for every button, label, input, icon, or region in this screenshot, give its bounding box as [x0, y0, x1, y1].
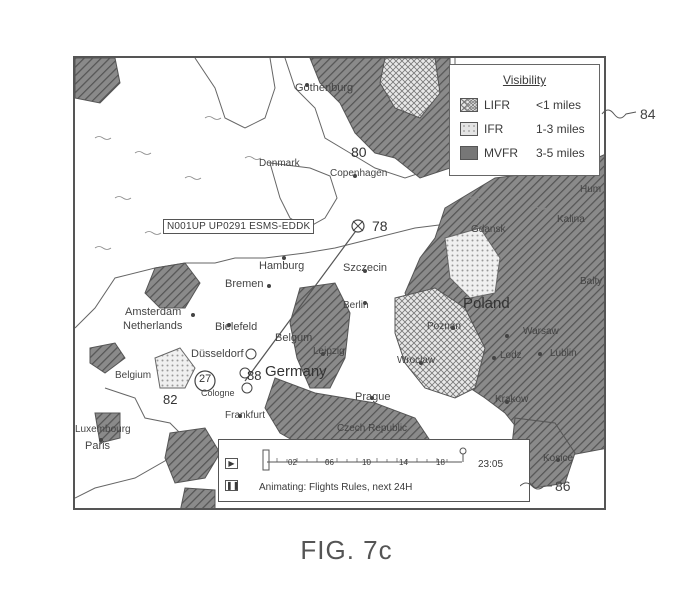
play-button[interactable]: ▶ [225, 458, 238, 469]
legend-range-ifr: 1-3 miles [536, 122, 585, 136]
city-label-denmark: Denmark [259, 158, 300, 169]
map-panel[interactable]: Gothenburg Copenhagen Denmark Hamburg Br… [73, 56, 606, 510]
legend-title: Visibility [502, 73, 547, 87]
airport-marker-88 [239, 367, 251, 379]
city-label-luxembourg: Luxembourg [75, 424, 131, 435]
city-label-cologne: Cologne [201, 388, 235, 398]
city-label-gdansk: Gdansk [471, 224, 506, 235]
timeline-status: Animating: Flights Rules, next 24H [259, 482, 413, 493]
flight-label[interactable]: N001UP UP0291 ESMS-EDDK [163, 219, 315, 234]
legend-item-lifr: LIFR <1 miles [460, 97, 595, 113]
legend-name-lifr: LIFR [484, 98, 511, 112]
airport-badge-label: 27 [199, 373, 212, 385]
city-label-belgium: Belgium [115, 370, 152, 381]
callout-leader-84 [601, 109, 637, 119]
legend-name-mvfr: MVFR [484, 146, 518, 160]
timeline-tick-10: 10 [362, 458, 371, 467]
airport-marker-dusseldorf [245, 348, 257, 360]
figure-caption: FIG. 7c [300, 535, 393, 565]
city-label-kalina: Kalina [557, 214, 585, 225]
mvfr-regions [75, 58, 604, 508]
city-label-szczecin: Szczecin [343, 262, 388, 274]
city-label-czech-republic: Czech Republic [337, 423, 408, 434]
flight-route-line [244, 227, 359, 382]
city-label-bremen: Bremen [225, 278, 264, 290]
city-label-balty: Balty [580, 276, 603, 287]
timeline-time: 23:05 [478, 459, 504, 470]
city-label-kosice: Kosice [543, 453, 574, 464]
city-label-warsaw: Warsaw [523, 326, 559, 337]
ref-label-88: 88 [247, 368, 262, 383]
country-label-germany: Germany [265, 363, 327, 380]
city-label-copenhagen: Copenhagen [330, 168, 388, 179]
city-label-dusseldorf: Düsseldorf [191, 348, 244, 360]
city-label-hum: Hum [580, 184, 602, 195]
callout-86: 86 [555, 478, 571, 494]
timeline-tick-18: 18 [436, 458, 445, 467]
city-label-poznan: Poznan [427, 321, 461, 332]
city-label-belgum: Belgum [275, 332, 313, 344]
ref-label-78: 78 [372, 218, 388, 234]
city-label-berlin: Berlin [343, 300, 369, 311]
country-label-poland: Poland [463, 295, 510, 312]
city-label-paris: Paris [85, 440, 111, 452]
airport-marker-cologne [241, 382, 253, 394]
animation-timeline-panel: ▶ ❚❚ 02 06 10 14 18 23:05 Animating [218, 439, 530, 502]
ifr-swatch [460, 122, 478, 136]
city-label-lublin: Lublin [550, 348, 577, 359]
mvfr-swatch [460, 146, 478, 160]
city-label-netherlands: Netherlands [123, 320, 183, 332]
sea-marks [94, 116, 547, 250]
legend-range-lifr: <1 miles [536, 98, 582, 112]
legend-item-mvfr: MVFR 3-5 miles [460, 145, 595, 161]
timeline-tick-06: 06 [325, 458, 334, 467]
city-label-frankfurt: Frankfurt [225, 410, 266, 421]
city-dots [99, 83, 560, 462]
legend-range-mvfr: 3-5 miles [536, 146, 585, 160]
city-label-wroclaw: Wroclaw [397, 355, 436, 366]
legend-item-ifr: IFR 1-3 miles [460, 121, 595, 137]
ref-label-82: 82 [163, 392, 178, 407]
callout-84: 84 [640, 106, 656, 122]
city-label-lodz: Lodz [500, 350, 522, 361]
pause-button[interactable]: ❚❚ [225, 480, 240, 491]
legend-name-ifr: IFR [484, 122, 504, 136]
city-label-amsterdam: Amsterdam [125, 306, 182, 318]
city-label-krakow: Krakow [495, 394, 529, 405]
airport-badge-circle [194, 370, 216, 392]
city-label-hamburg: Hamburg [259, 260, 305, 272]
timeline-tick-14: 14 [399, 458, 408, 467]
ifr-regions [154, 227, 501, 389]
map-canvas[interactable] [75, 58, 606, 510]
callout-leader-86 [520, 482, 552, 490]
ref-label-80: 80 [351, 144, 367, 160]
timeline-slider[interactable] [257, 446, 472, 478]
city-label-prague: Prague [355, 391, 391, 403]
lifr-swatch [460, 98, 478, 112]
timeline-tick-02: 02 [288, 458, 297, 467]
city-label-leipzig: Leipzig [313, 346, 345, 357]
city-label-bielefeld: Bielefeld [215, 321, 258, 333]
city-label-gothenburg: Gothenburg [295, 82, 354, 94]
lifr-regions [379, 58, 486, 399]
visibility-legend: Visibility LIFR <1 miles IFR 1-3 miles M… [449, 64, 600, 176]
